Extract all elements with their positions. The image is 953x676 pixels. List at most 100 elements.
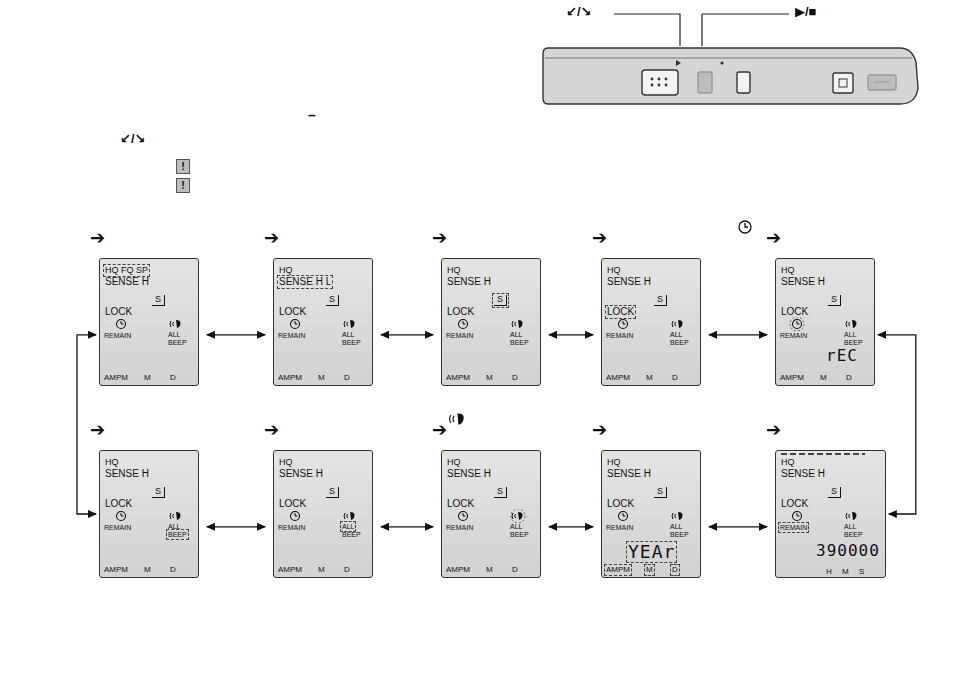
lcd-indicator: AMPM — [104, 566, 128, 574]
lcd-indicator: HQ — [781, 266, 795, 275]
switch-dot — [658, 84, 661, 87]
lcd-indicator: LOCK — [105, 307, 132, 317]
lcd-indicator: S — [494, 295, 507, 306]
voice-icon — [670, 317, 686, 331]
double-arrow — [207, 334, 265, 335]
lcd-indicator: BEEP — [342, 531, 361, 538]
double-arrow — [549, 526, 593, 527]
lcd-screen: HQ FQ SPSENSE HSLOCKREMAINALLBEEPAMPMMD — [99, 258, 199, 386]
lcd-indicator: M — [842, 568, 849, 576]
clock-icon — [455, 317, 471, 331]
lcd-indicator: D — [344, 374, 350, 382]
lcd-indicator: HQ — [447, 266, 461, 275]
lcd-indicator: LOCK — [279, 307, 306, 317]
lcd-indicator: BEEP — [168, 339, 187, 346]
voice-icon — [670, 509, 686, 523]
voice-icon — [510, 317, 526, 331]
step-arrow: ➔ — [90, 229, 105, 247]
lcd-indicator: REMAIN — [780, 332, 807, 339]
switch-dot — [658, 78, 661, 81]
step-arrow: ➔ — [592, 229, 607, 247]
lcd-indicator: ALL — [168, 523, 180, 530]
lcd-indicator: LOCK — [607, 307, 634, 317]
lcd-indicator: BEEP — [168, 531, 187, 538]
lcd-indicator: HQ — [105, 458, 119, 467]
lcd-indicator: SENSE H — [279, 469, 323, 479]
lcd-indicator: ALL — [844, 331, 856, 338]
lcd-indicator: D — [672, 374, 678, 382]
lcd-indicator: S — [152, 295, 165, 306]
lcd-indicator: S — [828, 487, 841, 498]
lcd-indicator: HQ — [607, 458, 621, 467]
voice-icon — [844, 317, 860, 331]
lcd-indicator: AMPM — [278, 374, 302, 382]
lcd-indicator: S — [326, 295, 339, 306]
lcd-screen: HQSENSE HSLOCKREMAINALLBEEPAMPMMD — [601, 258, 701, 386]
double-arrow — [207, 526, 265, 527]
lcd-indicator: M — [144, 374, 151, 382]
voice-symbol — [450, 414, 464, 424]
switch-dot — [665, 84, 668, 87]
segment-readout: 390000 — [816, 543, 880, 559]
lcd-indicator: BEEP — [670, 531, 689, 538]
recorder-body — [543, 48, 918, 104]
lcd-indicator: AMPM — [606, 566, 630, 574]
stop-button — [833, 73, 853, 93]
lcd-indicator: S — [326, 487, 339, 498]
lcd-screen: HQSENSE HSLOCKREMAINALLBEEP390000HMS — [775, 450, 886, 578]
lcd-indicator: ALL — [342, 523, 354, 530]
step-arrow: ➔ — [264, 421, 279, 439]
lcd-indicator: REMAIN — [780, 524, 807, 531]
lcd-indicator: SENSE H — [105, 277, 149, 287]
lcd-indicator: D — [512, 374, 518, 382]
lcd-indicator: ALL — [510, 331, 522, 338]
switch-dots — [651, 78, 668, 87]
lcd-indicator: H — [826, 568, 832, 576]
lcd-indicator: HQ FQ SP — [105, 266, 148, 275]
voice-icon — [510, 509, 526, 523]
clock-icon — [789, 317, 805, 331]
switch-dot — [665, 78, 668, 81]
lcd-indicator: LOCK — [447, 307, 474, 317]
clock-icon — [615, 317, 631, 331]
lcd-indicator: SENSE H — [781, 469, 825, 479]
lcd-screen: HQSENSE HSLOCKREMAINALLBEEPAMPMMDrEC — [775, 258, 875, 386]
lcd-indicator: S — [152, 487, 165, 498]
lcd-screen: HQSENSE HSLOCKREMAINALLBEEPAMPMMD — [441, 450, 541, 578]
clock-icon — [113, 317, 129, 331]
lcd-indicator: HQ — [607, 266, 621, 275]
jack-slot — [868, 75, 896, 90]
voice-icon — [342, 317, 358, 331]
voice-waves — [450, 415, 455, 423]
lcd-indicator: BEEP — [342, 339, 361, 346]
lcd-indicator: M — [318, 566, 325, 574]
clock-icon — [287, 509, 303, 523]
lcd-indicator: ALL — [670, 331, 682, 338]
lcd-indicator: LOCK — [447, 499, 474, 509]
button-label: ↙/↘ — [120, 132, 145, 145]
caution-icon: ! — [176, 178, 190, 193]
lcd-indicator: D — [512, 566, 518, 574]
voice-icon — [844, 509, 860, 523]
voice-icon — [168, 509, 184, 523]
double-arrow — [549, 334, 593, 335]
lcd-screen: HQSENSE HSLOCKREMAINALLBEEPAMPMMD — [441, 258, 541, 386]
lcd-indicator: SENSE H L — [279, 277, 331, 287]
switch-dot — [651, 78, 654, 81]
body-bevel — [545, 58, 912, 59]
slide-switch — [642, 70, 678, 95]
lcd-indicator: HQ — [781, 458, 795, 467]
lcd-indicator: D — [170, 374, 176, 382]
stop-button-mark — [839, 79, 847, 87]
segment-readout: YEAr — [628, 543, 675, 561]
voice-icon — [168, 317, 184, 331]
voice-icon — [342, 509, 358, 523]
lcd-indicator: BEEP — [844, 339, 863, 346]
clock-icon — [455, 509, 471, 523]
clock-icon — [615, 509, 631, 523]
lcd-indicator: ALL — [510, 523, 522, 530]
lcd-indicator: S — [654, 487, 667, 498]
lcd-indicator: M — [486, 374, 493, 382]
lcd-indicator: REMAIN — [104, 524, 131, 531]
